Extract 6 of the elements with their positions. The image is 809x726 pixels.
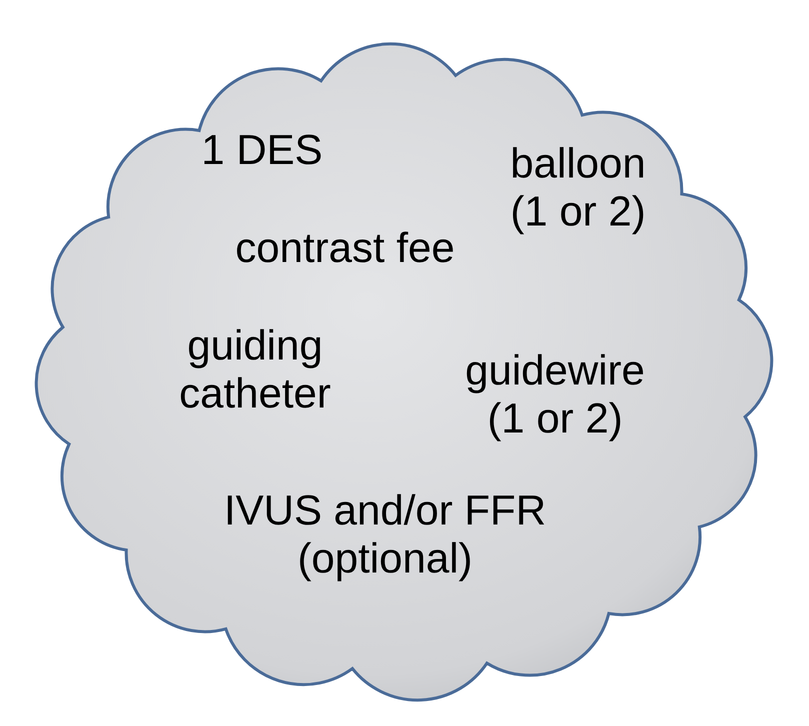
item-label: contrast fee: [234, 224, 456, 272]
item-label: guiding catheter: [178, 322, 332, 418]
item-label: 1 DES: [200, 126, 324, 174]
item-label: balloon (1 or 2): [509, 140, 647, 236]
item-label: guidewire (1 or 2): [464, 346, 646, 444]
item-label: IVUS and/or FFR (optional): [222, 486, 548, 584]
